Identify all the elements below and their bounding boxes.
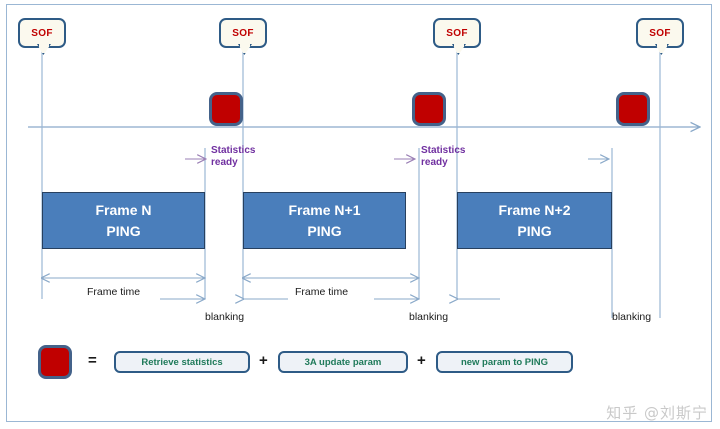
- sof-label: SOF: [31, 27, 53, 39]
- watermark: 知乎 @刘斯宁: [606, 404, 708, 422]
- blanking-label: blanking: [612, 311, 652, 323]
- frame-title: Frame N+2: [498, 202, 571, 219]
- statistics-ready-line2: ready: [211, 156, 238, 168]
- legend-plus-sign: +: [417, 352, 426, 369]
- frame-subtitle: PING: [517, 222, 552, 239]
- legend-item-label: 3A update param: [304, 356, 382, 368]
- sof-callout[interactable]: SOF: [219, 18, 267, 55]
- frame-title: Frame N: [95, 202, 152, 219]
- legend-item-retrieve-statistics[interactable]: Retrieve statistics: [114, 351, 250, 373]
- statistics-ready-label: Statistics ready: [211, 145, 255, 168]
- sof-droplines: [41, 48, 661, 318]
- three-a-event-marker[interactable]: [209, 92, 243, 126]
- frame-subtitle: PING: [307, 222, 342, 239]
- statistics-ready-line1: Statistics: [421, 145, 466, 156]
- legend-plus-sign: +: [259, 352, 268, 369]
- legend-equals-sign: =: [88, 352, 97, 369]
- frame-time-label: Frame time: [87, 286, 141, 298]
- legend-item-label: Retrieve statistics: [141, 356, 223, 368]
- frame-box[interactable]: Frame N PING: [42, 192, 205, 249]
- statistics-ready-line2: ready: [421, 156, 448, 168]
- sof-label: SOF: [232, 27, 254, 39]
- sof-callout[interactable]: SOF: [636, 18, 684, 55]
- three-a-event-marker[interactable]: [616, 92, 650, 126]
- legend-item-new-param-to-ping[interactable]: new param to PING: [436, 351, 573, 373]
- legend-item-label: new param to PING: [460, 356, 549, 368]
- sof-label: SOF: [446, 27, 468, 39]
- statistics-ready-line1: Statistics: [211, 145, 256, 156]
- sof-callout[interactable]: SOF: [18, 18, 66, 55]
- blanking-label: blanking: [409, 311, 449, 323]
- legend-event-swatch: [38, 345, 72, 379]
- sof-label: SOF: [649, 27, 671, 39]
- three-a-event-marker[interactable]: [412, 92, 446, 126]
- frame-time-label: Frame time: [295, 286, 349, 298]
- frame-subtitle: PING: [106, 222, 141, 239]
- blanking-label: blanking: [205, 311, 245, 323]
- statistics-ready-label: Statistics ready: [421, 145, 465, 168]
- frame-title: Frame N+1: [288, 202, 361, 219]
- legend-item-3a-update-param[interactable]: 3A update param: [278, 351, 408, 373]
- sof-callout[interactable]: SOF: [433, 18, 481, 55]
- frame-box[interactable]: Frame N+2 PING: [457, 192, 612, 249]
- frame-box[interactable]: Frame N+1 PING: [243, 192, 406, 249]
